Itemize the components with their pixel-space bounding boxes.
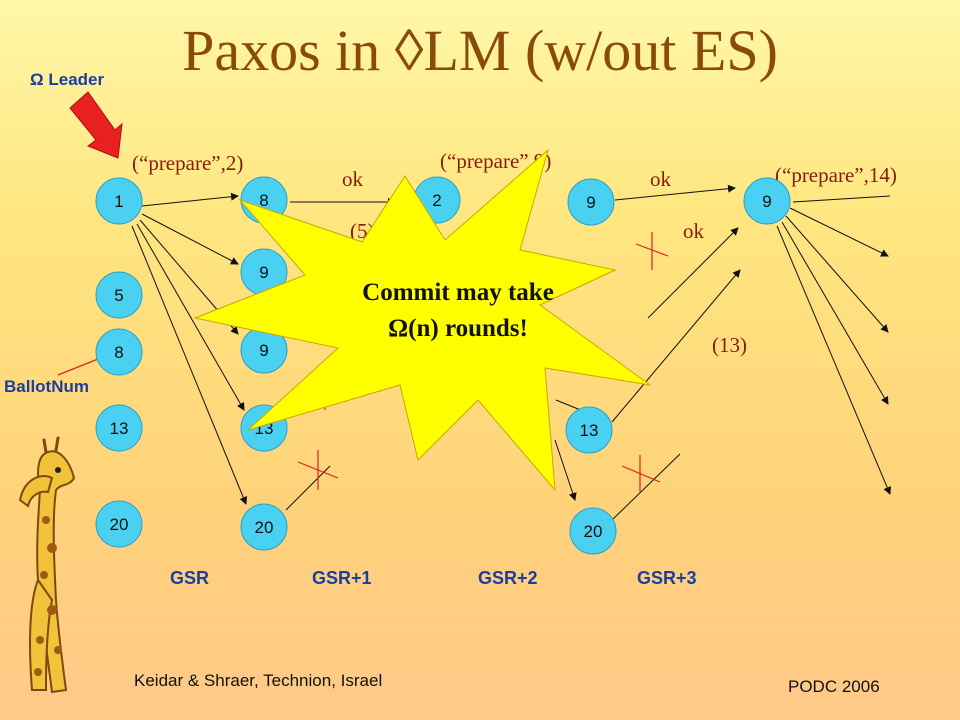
node: [95, 271, 143, 319]
gsr-label: GSR+3: [637, 568, 697, 588]
x-mark-icon: [621, 455, 661, 492]
column-3: 9 13 20: [565, 178, 617, 555]
node: [565, 406, 613, 454]
msg-ok-2: ok: [650, 167, 672, 191]
gsr-label: GSR+2: [478, 568, 538, 588]
commit-callout: Commit may take Ω(n) rounds!: [193, 148, 651, 492]
giraffe-icon: [18, 436, 76, 694]
msg-ok-3: ok: [683, 219, 705, 243]
arrow: [131, 225, 248, 505]
node-label: 5: [114, 286, 123, 305]
node: [569, 507, 617, 555]
arrow: [141, 192, 239, 207]
node-label: 9: [586, 193, 595, 212]
node: [95, 500, 143, 548]
column-4: 9: [743, 177, 791, 225]
node-label: 9: [762, 192, 771, 211]
arrow: [647, 227, 739, 319]
msg-ballot-13: (13): [712, 333, 747, 357]
node-label: 2: [432, 191, 441, 210]
gsr-axis: GSR GSR+1 GSR+2 GSR+3: [170, 568, 697, 588]
node: [743, 177, 791, 225]
node-label: 9: [259, 341, 268, 360]
arrow: [136, 223, 245, 411]
arrow: [141, 213, 239, 265]
gsr-label: GSR: [170, 568, 209, 588]
arrow: [789, 207, 889, 257]
footer-author: Keidar & Shraer, Technion, Israel: [134, 671, 382, 690]
node: [95, 404, 143, 452]
slide-title: Paxos in ◊LM (w/out ES): [182, 18, 778, 83]
callout-line-2: Ω(n) rounds!: [388, 315, 528, 342]
leader-arrow-icon: [69, 91, 123, 159]
gsr-label: GSR+1: [312, 568, 372, 588]
node-label: 20: [110, 515, 129, 534]
node-label: 13: [110, 419, 129, 438]
node-label: 13: [580, 421, 599, 440]
footer-conference: PODC 2006: [788, 677, 880, 696]
node: [95, 177, 143, 225]
callout-line-1: Commit may take: [362, 279, 554, 306]
ballotnum-label: BallotNum: [4, 377, 89, 396]
starburst-icon: [193, 148, 651, 492]
arrow: [785, 215, 889, 333]
arrow: [776, 225, 891, 495]
msg-prepare-14: (“prepare”,14): [775, 163, 897, 187]
node-label: 8: [114, 343, 123, 362]
column-0: 1 5 8 13 20: [95, 177, 143, 548]
arrow: [614, 184, 736, 201]
arrow: [285, 465, 331, 511]
arrow: [611, 269, 741, 423]
x-mark-icon: [297, 450, 339, 490]
node-label: 8: [259, 191, 268, 210]
node-label: 1: [114, 192, 123, 211]
arrow: [554, 439, 577, 501]
arrow: [611, 453, 681, 521]
node-label: 9: [259, 263, 268, 282]
x-mark-icon: [635, 232, 669, 270]
leader-label: Ω Leader: [30, 70, 104, 89]
node: [95, 328, 143, 376]
arrow: [792, 195, 891, 203]
node: [567, 178, 615, 226]
node-label: 20: [584, 522, 603, 541]
arrow: [781, 221, 889, 405]
msg-prepare-2: (“prepare”,2): [132, 151, 243, 175]
node: [240, 503, 288, 551]
column-1: 8 9 9 13 20: [240, 176, 288, 551]
node-label: 20: [255, 518, 274, 537]
msg-ok-1: ok: [342, 167, 364, 191]
